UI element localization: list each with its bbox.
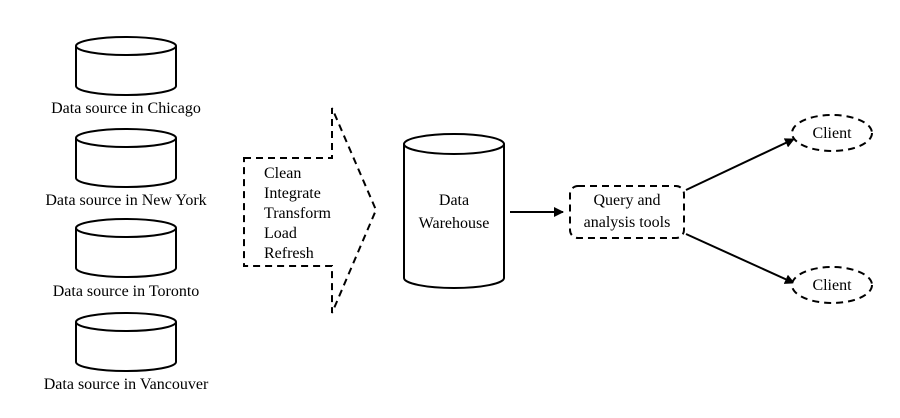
client-ellipse [791,114,873,152]
source-new-york: Data source in New York [45,128,207,209]
client-label-1: Client [812,125,852,142]
etl-step-transform: Transform [264,205,332,222]
client-1: Client [791,114,873,152]
warehouse-label-line2: Warehouse [419,215,490,232]
database-cylinder-top [75,128,177,148]
arrow-tools-to-client-1 [685,138,795,191]
etl-step-load: Load [264,225,297,242]
etl-process-arrow: Clean Integrate Transform Load Refresh [243,107,378,314]
tools-label-line2: analysis tools [584,214,671,231]
etl-step-integrate: Integrate [264,185,321,202]
source-label-toronto: Data source in Toronto [53,283,200,300]
database-cylinder-top [75,218,177,238]
tools-label-line1: Query and [593,192,660,209]
source-toronto: Data source in Toronto [53,218,200,300]
arrow-tools-to-client-2 [685,233,795,284]
database-cylinder-icon [75,46,177,96]
client-label-2: Client [812,277,852,294]
client-ellipse [791,266,873,304]
source-vancouver: Data source in Vancouver [44,312,209,393]
client-2: Client [791,266,873,304]
database-cylinder-icon [75,138,177,188]
tools-box [569,185,685,239]
database-cylinder-top [75,36,177,56]
etl-arrow-shape [243,107,378,314]
query-analysis-tools: Query and analysis tools [569,185,685,239]
etl-step-clean: Clean [264,165,301,182]
source-label-new-york: Data source in New York [45,192,206,209]
etl-step-refresh: Refresh [264,245,314,262]
source-label-vancouver: Data source in Vancouver [44,376,209,393]
database-cylinder-icon [75,228,177,278]
warehouse-label-line1: Data [439,192,469,209]
database-cylinder-icon [75,322,177,372]
source-chicago: Data source in Chicago [51,36,201,117]
source-label-chicago: Data source in Chicago [51,100,201,117]
database-cylinder-top [75,312,177,332]
warehouse-cylinder-top [403,133,505,155]
data-warehouse: Data Warehouse [403,133,505,289]
warehouse-cylinder-icon [403,144,505,289]
